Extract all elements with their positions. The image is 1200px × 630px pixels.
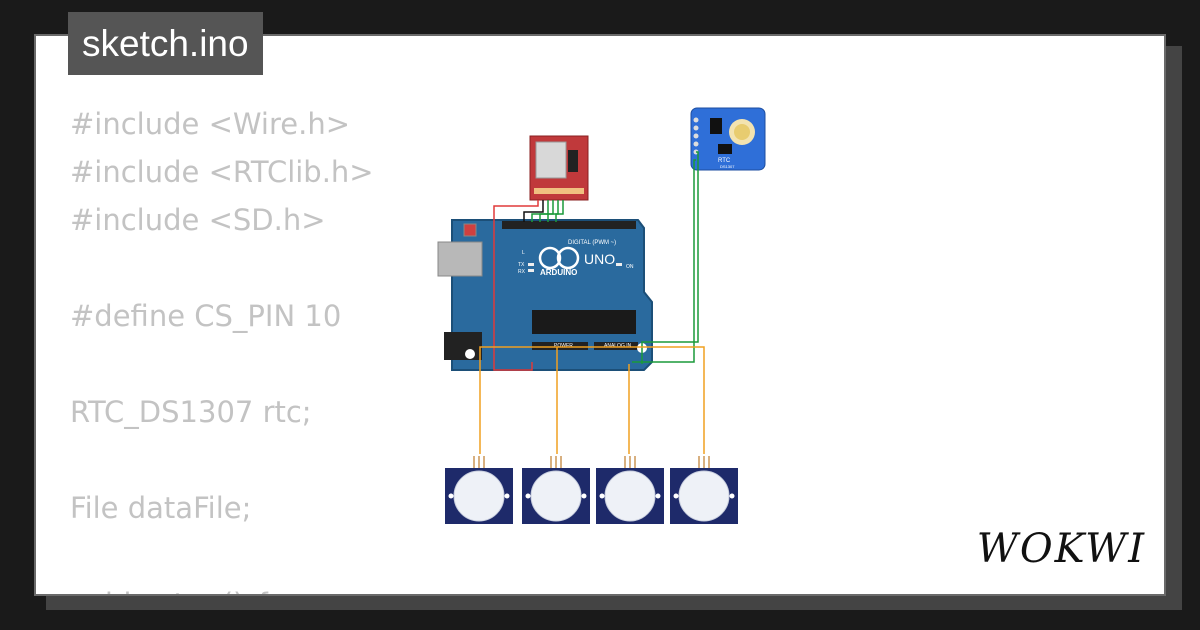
code-line: #include <RTClib.h>	[70, 155, 374, 189]
tx-label: TX	[518, 262, 525, 268]
board-name: ARDUINO	[540, 268, 577, 277]
wokwi-logo: WOKWI	[976, 526, 1146, 572]
rx-label: RX	[518, 269, 526, 275]
atmega-chip	[532, 310, 636, 334]
analog-header	[594, 342, 638, 350]
code-line: #include <Wire.h>	[70, 107, 351, 141]
code-line: #include <SD.h>	[70, 203, 326, 237]
code-line: #define CS_PIN 10	[70, 299, 342, 333]
board-model: UNO	[584, 251, 615, 267]
rtc-label: RTC	[718, 158, 731, 164]
circuit-diagram: ARDUINO UNO DIGITAL (PWM ~) POWER ANALOG…	[437, 107, 766, 524]
file-tab[interactable]: sketch.ino	[68, 12, 263, 75]
wires	[479, 151, 705, 454]
digital-header	[502, 221, 636, 229]
code-line: File dataFile;	[70, 491, 252, 525]
pir-sensor-3[interactable]	[596, 456, 664, 524]
code-preview: #include <Wire.h> #include <RTClib.h> #inc…	[70, 100, 374, 594]
power-label: POWER	[554, 343, 573, 349]
on-label: ON	[626, 264, 634, 270]
pir-sensor-2[interactable]	[522, 456, 590, 524]
rtc-ds1307-module[interactable]: RTC DS1307	[690, 107, 766, 171]
sd-card-module[interactable]	[529, 135, 589, 201]
analog-label: ANALOG IN	[604, 343, 632, 349]
pir-sensor-1[interactable]	[445, 456, 513, 524]
code-line: RTC_DS1307 rtc;	[70, 395, 312, 429]
arduino-uno-board[interactable]: ARDUINO UNO DIGITAL (PWM ~) POWER ANALOG…	[437, 219, 653, 371]
rtc-chip-label: DS1307	[720, 164, 735, 169]
usb-port	[437, 241, 483, 277]
digital-label: DIGITAL (PWM ~)	[568, 240, 616, 246]
code-line: void setup() {	[70, 580, 374, 594]
arduino-logo-icon	[538, 246, 562, 270]
power-header	[532, 342, 588, 350]
preview-card: #include <Wire.h> #include <RTClib.h> #inc…	[34, 34, 1166, 596]
l-label: L	[522, 250, 525, 256]
pir-sensor-4[interactable]	[670, 456, 738, 524]
power-jack	[444, 332, 482, 360]
reset-button[interactable]	[463, 223, 477, 237]
